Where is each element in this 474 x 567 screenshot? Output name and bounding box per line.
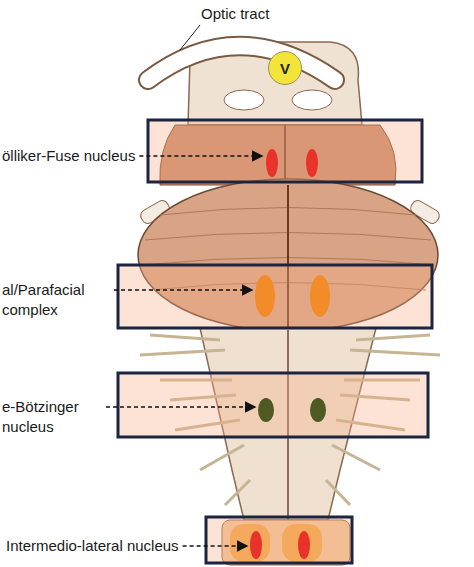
nucleus-marker: [255, 275, 275, 317]
label-circle: V: [268, 51, 302, 85]
nucleus-marker: [266, 149, 278, 177]
mammillary-body: [224, 90, 264, 110]
label-arrow: [106, 156, 262, 546]
nucleus-marker: [310, 275, 330, 317]
node-label: V: [280, 60, 290, 77]
nucleus-marker: [306, 149, 318, 177]
structure-label: Optic tract: [201, 4, 269, 24]
level-band: [118, 120, 432, 563]
nucleus-marker: [258, 398, 274, 422]
nucleus-marker: [298, 531, 310, 559]
nucleus-marker: [250, 531, 262, 559]
leader-line: [180, 25, 200, 50]
structure-label: al/Parafacial complex: [2, 280, 110, 320]
nucleus-marker: [310, 398, 326, 422]
structure-label: e-Bötzinger nucleus: [2, 397, 102, 437]
optic-tract: [148, 46, 335, 80]
optic-tract: [148, 46, 335, 80]
mammillary-body: [292, 90, 332, 110]
structure-label: Intermedio-lateral nucleus: [6, 536, 179, 556]
structure-label: ölliker-Fuse nucleus: [2, 146, 135, 166]
